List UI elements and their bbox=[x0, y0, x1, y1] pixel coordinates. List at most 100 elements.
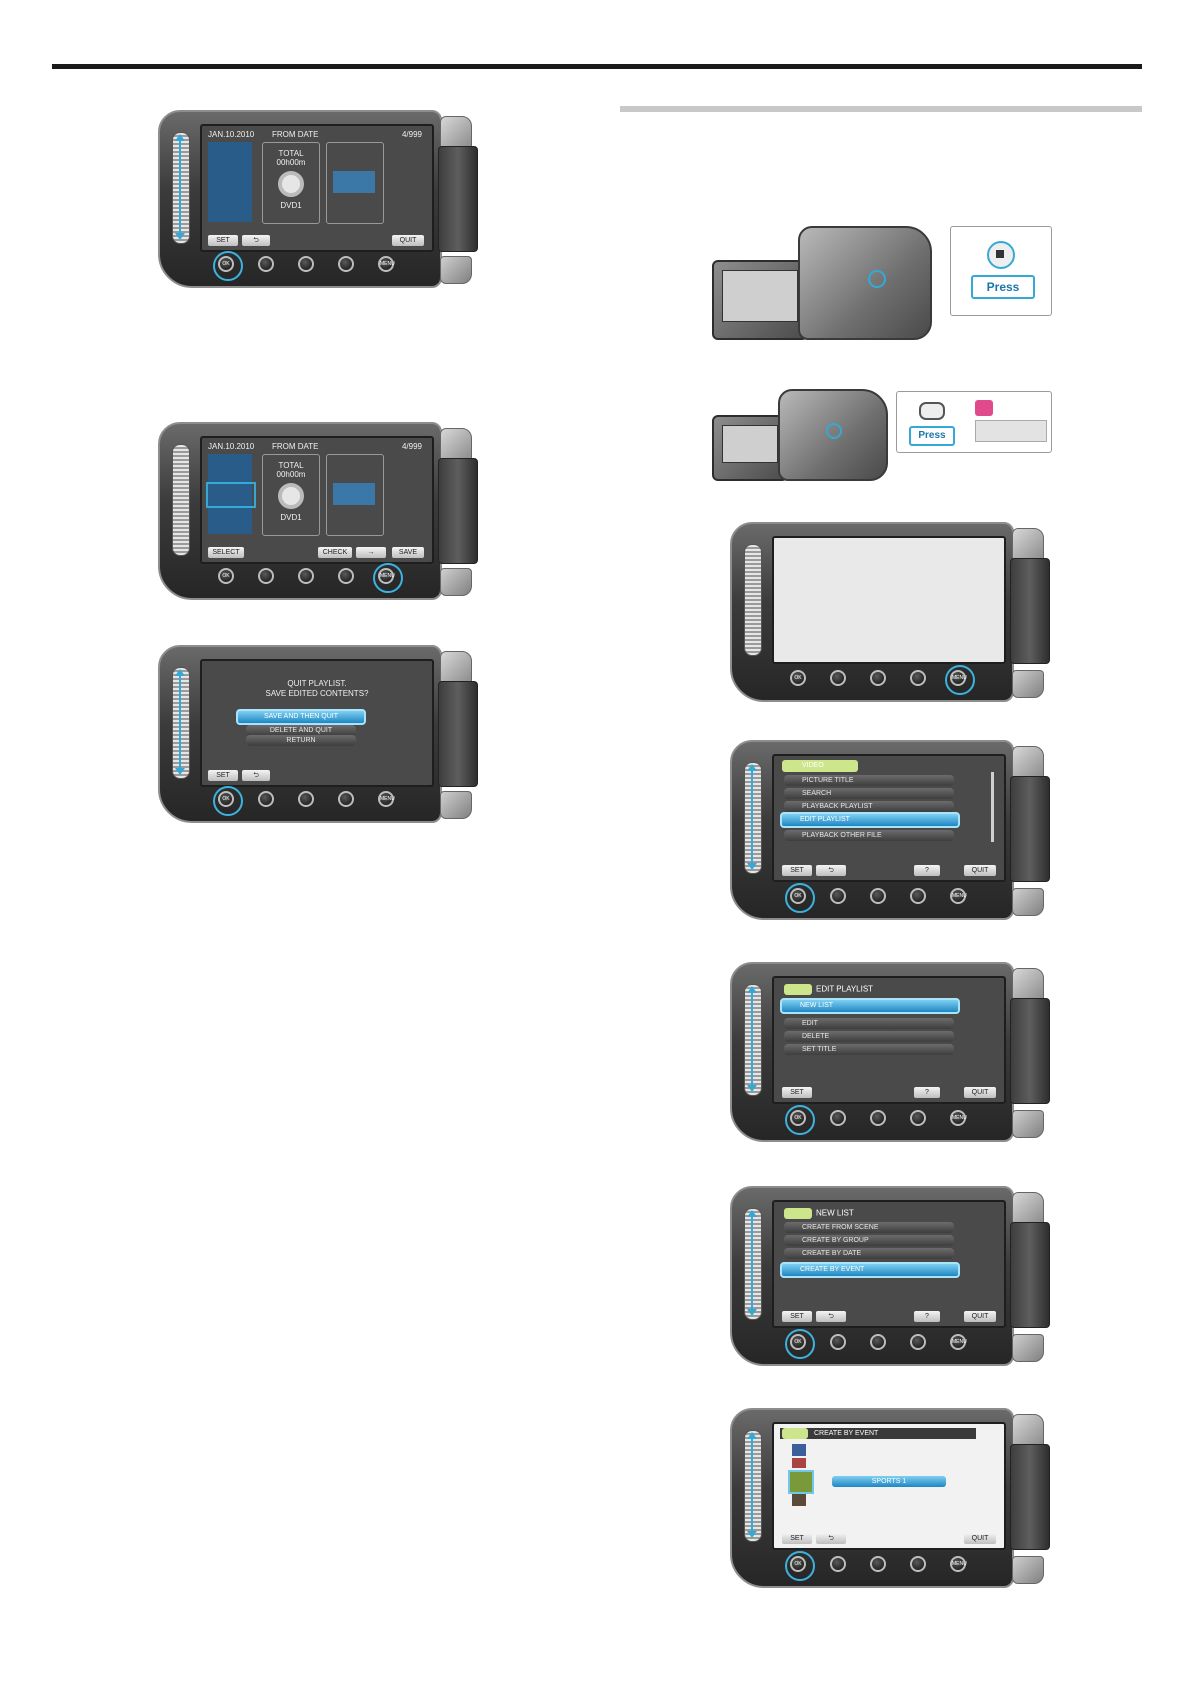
function-button-3[interactable] bbox=[910, 888, 926, 904]
quit-softkey[interactable]: QUIT bbox=[964, 1311, 996, 1322]
event-icon-1[interactable] bbox=[792, 1444, 806, 1456]
touch-sensor-slider[interactable] bbox=[744, 762, 762, 874]
help-softkey[interactable]: ? bbox=[914, 865, 940, 876]
selected-thumbnail[interactable] bbox=[206, 482, 256, 508]
touch-sensor-slider[interactable] bbox=[744, 544, 762, 656]
up-down-arrow-icon bbox=[747, 1432, 757, 1538]
option-save-and-quit[interactable]: SAVE AND THEN QUIT bbox=[236, 709, 366, 725]
menu-item-playback-playlist[interactable]: PLAYBACK PLAYLIST bbox=[784, 801, 954, 812]
function-button-1[interactable] bbox=[258, 568, 274, 584]
touch-sensor-slider[interactable] bbox=[744, 1430, 762, 1542]
help-softkey[interactable]: ? bbox=[914, 1311, 940, 1322]
touch-sensor-slider[interactable] bbox=[172, 132, 190, 244]
menu-button[interactable]: MENU bbox=[373, 563, 403, 593]
function-button-3[interactable] bbox=[338, 791, 354, 807]
menu-item-create-by-group[interactable]: CREATE BY GROUP bbox=[784, 1235, 954, 1246]
function-button-3[interactable] bbox=[910, 1334, 926, 1350]
function-button-2[interactable] bbox=[870, 670, 886, 686]
menu-item-create-by-date[interactable]: CREATE BY DATE bbox=[784, 1248, 954, 1259]
event-icon-4[interactable] bbox=[792, 1494, 806, 1506]
function-button-1[interactable] bbox=[830, 670, 846, 686]
function-button-2[interactable] bbox=[870, 1110, 886, 1126]
option-delete-and-quit[interactable]: DELETE AND QUIT bbox=[246, 725, 356, 736]
mode-button-highlight[interactable] bbox=[826, 423, 842, 439]
back-softkey[interactable]: ⮌ bbox=[816, 1311, 846, 1322]
set-softkey[interactable]: SET bbox=[208, 770, 238, 781]
menu-button[interactable]: MENU bbox=[950, 888, 967, 904]
back-softkey[interactable]: ⮌ bbox=[242, 770, 270, 781]
menu-button[interactable]: MENU bbox=[378, 256, 395, 272]
menu-button[interactable]: MENU bbox=[950, 1556, 967, 1572]
event-icon-2[interactable] bbox=[792, 1458, 806, 1468]
back-softkey[interactable]: ⮌ bbox=[816, 865, 846, 876]
disc-label: DVD1 bbox=[280, 201, 302, 210]
function-button-3[interactable] bbox=[910, 670, 926, 686]
option-return[interactable]: RETURN bbox=[246, 735, 356, 746]
function-button-2[interactable] bbox=[298, 791, 314, 807]
help-softkey[interactable]: ? bbox=[914, 1087, 940, 1098]
menu-button[interactable]: MENU bbox=[378, 791, 395, 807]
menu-item-search[interactable]: SEARCH bbox=[784, 788, 954, 799]
ok-button[interactable]: OK bbox=[790, 670, 806, 686]
function-button-1[interactable] bbox=[830, 1110, 846, 1126]
menu-item-create-from-scene[interactable]: CREATE FROM SCENE bbox=[784, 1222, 954, 1233]
menu-button[interactable]: MENU bbox=[950, 1334, 967, 1350]
back-softkey[interactable]: ⮌ bbox=[242, 235, 270, 246]
arrow-softkey[interactable]: → bbox=[356, 547, 386, 558]
function-button-3[interactable] bbox=[338, 568, 354, 584]
function-button-2[interactable] bbox=[870, 888, 886, 904]
save-softkey[interactable]: SAVE bbox=[392, 547, 424, 558]
menu-item-edit[interactable]: EDIT bbox=[784, 1018, 954, 1029]
menu-item-set-title[interactable]: SET TITLE bbox=[784, 1044, 954, 1055]
touch-sensor-slider[interactable] bbox=[744, 1208, 762, 1320]
menu-item-edit-playlist[interactable]: EDIT PLAYLIST bbox=[780, 812, 960, 828]
ok-button[interactable]: OK bbox=[785, 1329, 815, 1359]
set-softkey[interactable]: SET bbox=[782, 1311, 812, 1322]
function-button-1[interactable] bbox=[258, 791, 274, 807]
quit-softkey[interactable]: QUIT bbox=[964, 865, 996, 876]
touch-sensor-slider[interactable] bbox=[172, 667, 190, 779]
ok-button[interactable]: OK bbox=[785, 1551, 815, 1581]
ok-button[interactable]: OK bbox=[213, 786, 243, 816]
menu-button[interactable]: MENU bbox=[950, 1110, 967, 1126]
quit-softkey[interactable]: QUIT bbox=[964, 1533, 996, 1544]
select-softkey[interactable]: SELECT bbox=[208, 547, 244, 558]
set-softkey[interactable]: SET bbox=[782, 1087, 812, 1098]
thumbnail-strip[interactable] bbox=[208, 142, 252, 222]
thumbnail-strip[interactable] bbox=[206, 454, 256, 534]
function-button-1[interactable] bbox=[830, 888, 846, 904]
playback-button-highlight[interactable] bbox=[868, 270, 886, 288]
quit-softkey[interactable]: QUIT bbox=[964, 1087, 996, 1098]
touch-sensor-slider[interactable] bbox=[172, 444, 190, 556]
function-button-2[interactable] bbox=[870, 1556, 886, 1572]
menu-item-new-list[interactable]: NEW LIST bbox=[780, 998, 960, 1014]
function-button-1[interactable] bbox=[830, 1334, 846, 1350]
check-softkey[interactable]: CHECK bbox=[318, 547, 352, 558]
function-button-1[interactable] bbox=[258, 256, 274, 272]
function-button-3[interactable] bbox=[910, 1556, 926, 1572]
ok-button[interactable]: OK bbox=[213, 251, 243, 281]
ok-button[interactable]: OK bbox=[785, 1105, 815, 1135]
menu-scrollbar[interactable] bbox=[991, 772, 994, 842]
quit-softkey[interactable]: QUIT bbox=[392, 235, 424, 246]
set-softkey[interactable]: SET bbox=[782, 1533, 812, 1544]
menu-item-playback-other-file[interactable]: PLAYBACK OTHER FILE bbox=[784, 830, 954, 841]
menu-item-create-by-event[interactable]: CREATE BY EVENT bbox=[780, 1262, 960, 1278]
function-button-3[interactable] bbox=[910, 1110, 926, 1126]
ok-button[interactable]: OK bbox=[218, 568, 234, 584]
touch-sensor-slider[interactable] bbox=[744, 984, 762, 1096]
function-button-2[interactable] bbox=[870, 1334, 886, 1350]
menu-button[interactable]: MENU bbox=[945, 665, 975, 695]
function-button-3[interactable] bbox=[338, 256, 354, 272]
menu-item-picture-title[interactable]: PICTURE TITLE bbox=[784, 775, 954, 786]
function-button-2[interactable] bbox=[298, 568, 314, 584]
menu-item-delete[interactable]: DELETE bbox=[784, 1031, 954, 1042]
set-softkey[interactable]: SET bbox=[208, 235, 238, 246]
ok-button[interactable]: OK bbox=[785, 883, 815, 913]
function-button-2[interactable] bbox=[298, 256, 314, 272]
back-softkey[interactable]: ⮌ bbox=[816, 1533, 846, 1544]
set-softkey[interactable]: SET bbox=[782, 865, 812, 876]
event-icon-sports-selected[interactable] bbox=[788, 1470, 814, 1494]
section-rule bbox=[620, 106, 1142, 112]
function-button-1[interactable] bbox=[830, 1556, 846, 1572]
